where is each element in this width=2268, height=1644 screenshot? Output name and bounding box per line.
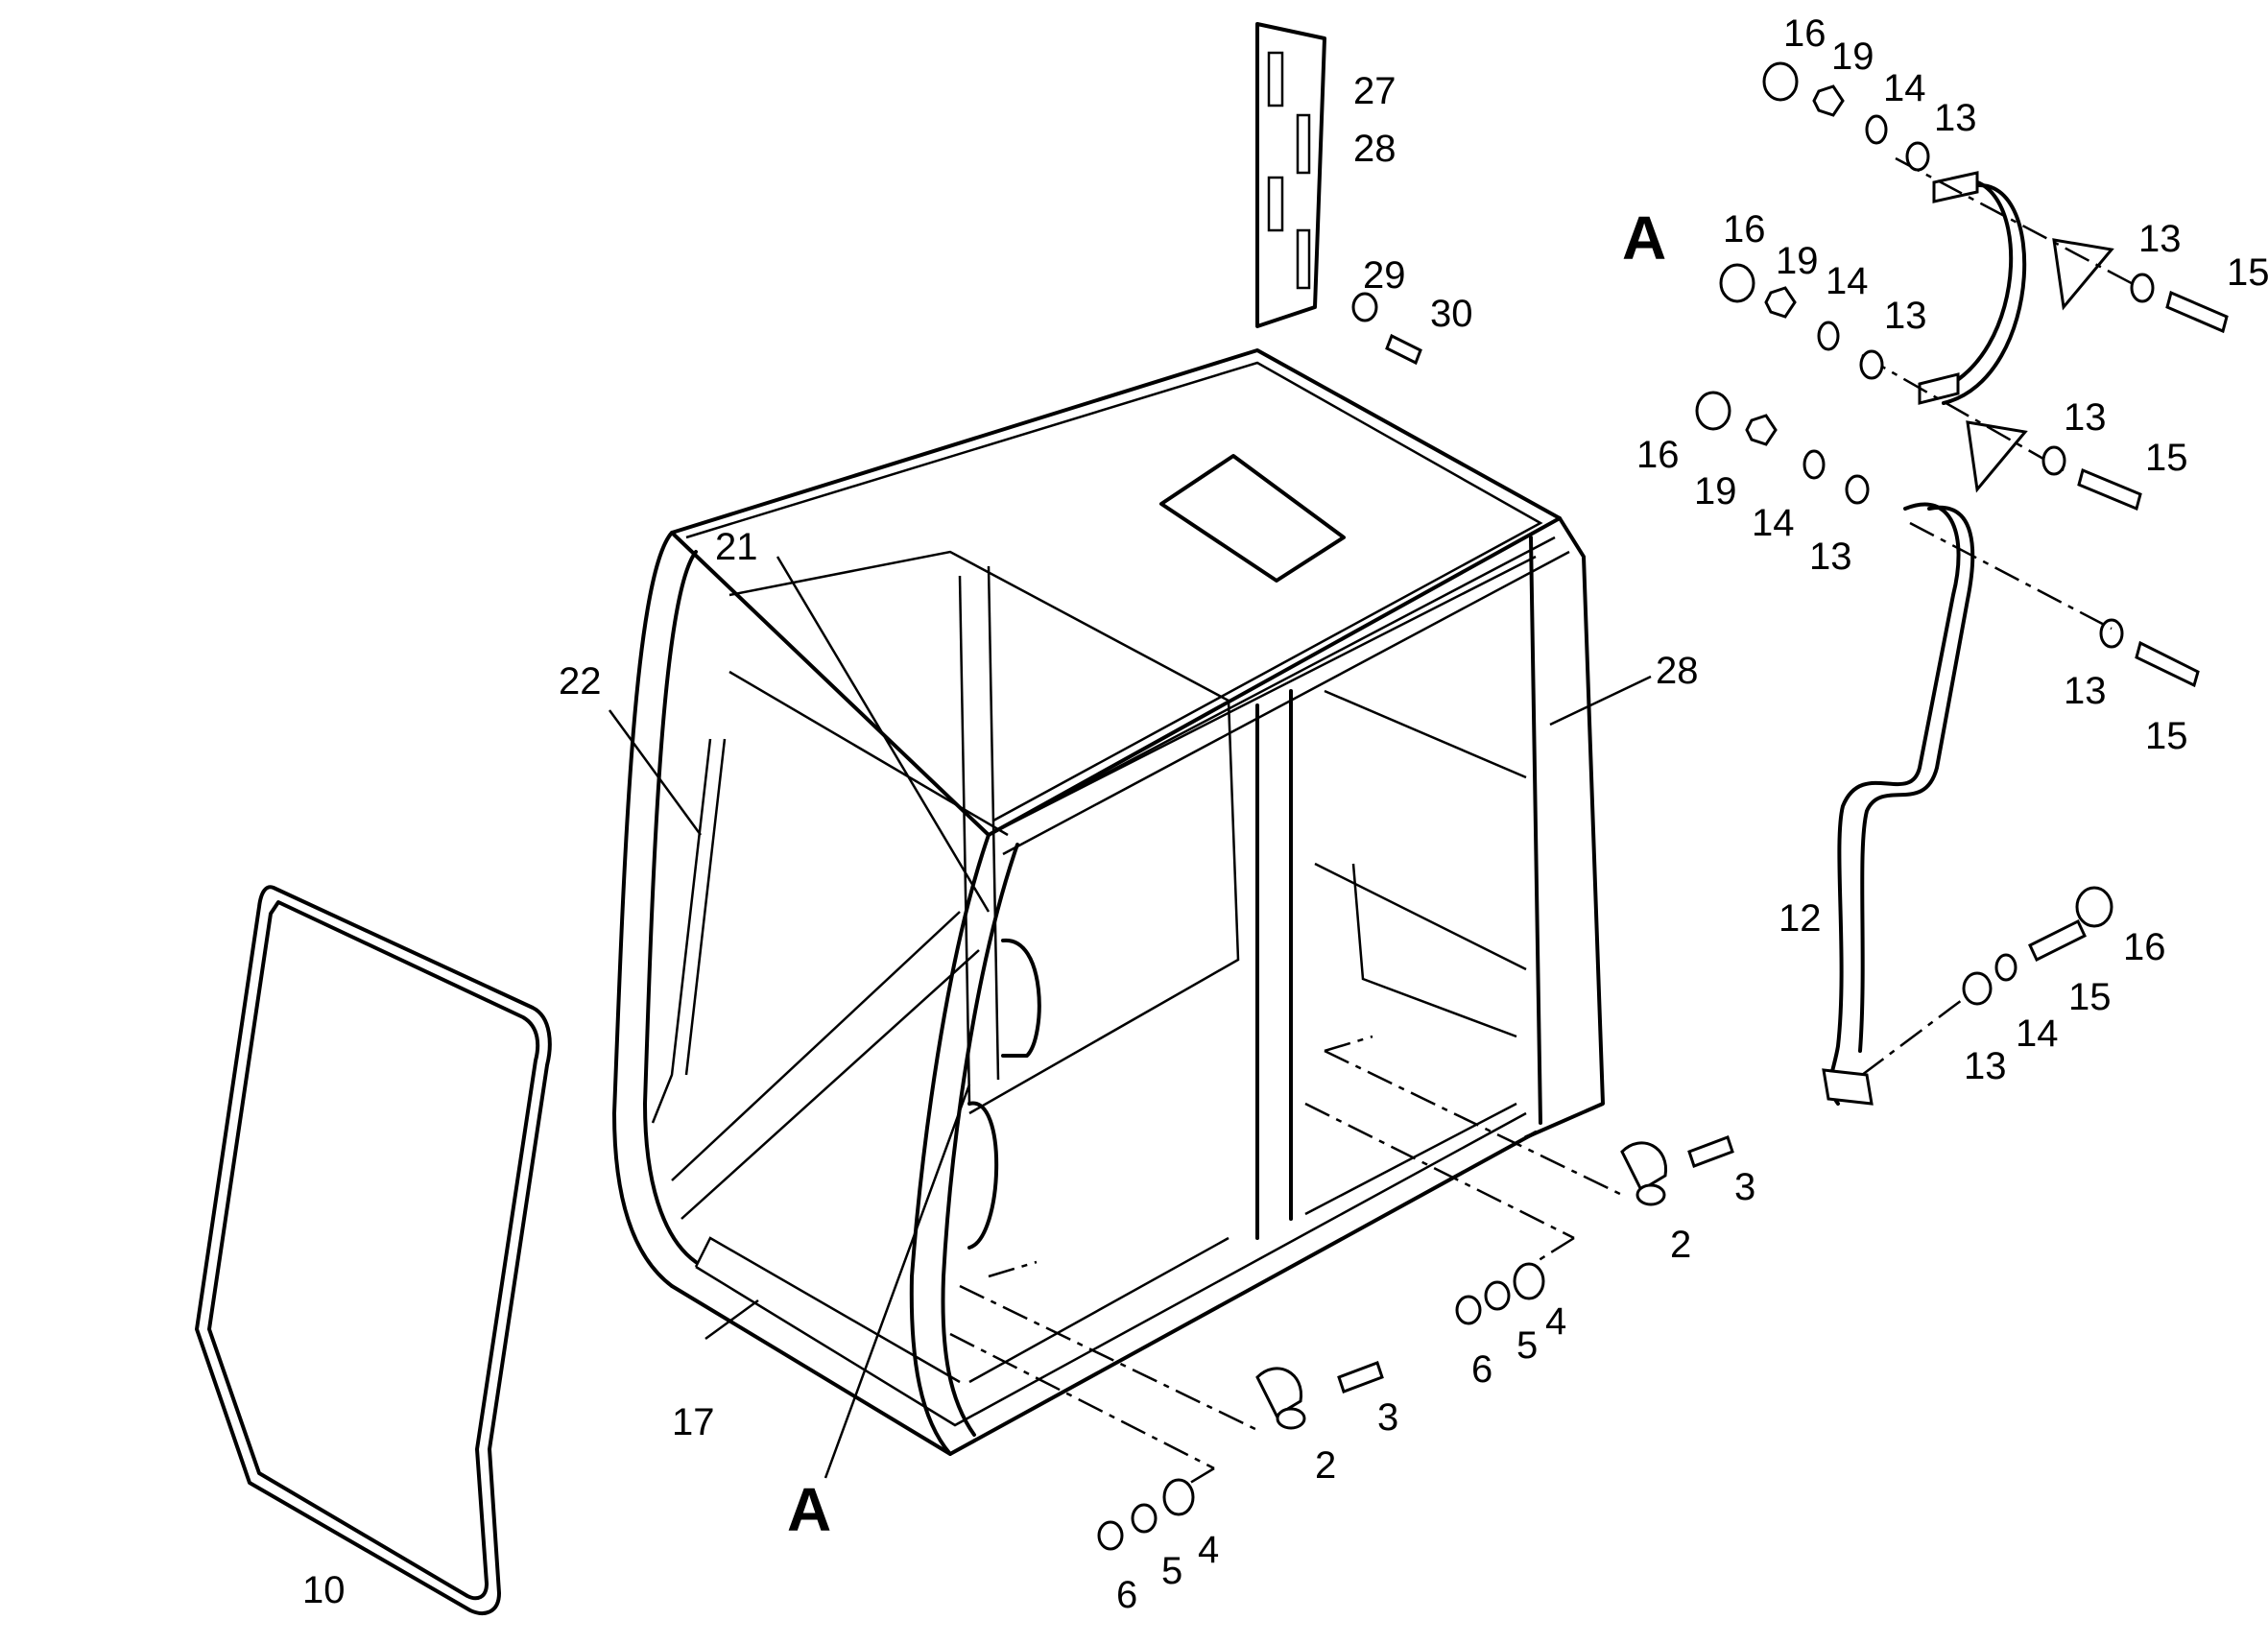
- callout-14: 14: [1752, 502, 1795, 544]
- callout-14: 14: [2016, 1013, 2059, 1055]
- callout-5: 5: [1161, 1550, 1182, 1592]
- callout-29: 29: [1363, 254, 1406, 297]
- washer-29: [1351, 292, 1378, 322]
- callout-3: 3: [1734, 1166, 1755, 1208]
- callout-labels: 16 19 14 13 27 28 A 16 19 14 13 13 15 29…: [302, 12, 2268, 1616]
- callout-3: 3: [1377, 1396, 1398, 1439]
- callout-15: 15: [2068, 976, 2112, 1018]
- callout-14: 14: [1826, 260, 1869, 302]
- callout-13: 13: [1964, 1045, 2007, 1087]
- callout-A: A: [1622, 203, 1666, 273]
- callout-4: 4: [1198, 1529, 1219, 1571]
- mount-hardware-left: [949, 1260, 1384, 1551]
- callout-12: 12: [1779, 897, 1822, 940]
- callout-13: 13: [1934, 97, 1977, 139]
- callout-13: 13: [2064, 670, 2107, 712]
- callout-2: 2: [1670, 1224, 1691, 1266]
- callout-5: 5: [1516, 1324, 1538, 1367]
- callout-19: 19: [1694, 470, 1737, 512]
- callout-16: 16: [2123, 926, 2166, 968]
- cab-frame: [612, 348, 1605, 1456]
- bolt-30: [1385, 333, 1422, 366]
- handrail-lower-12: [1822, 502, 2113, 1106]
- callout-28: 28: [1656, 650, 1699, 692]
- callout-16: 16: [1636, 434, 1680, 476]
- mounting-plate-27: [1255, 22, 1326, 328]
- callout-6: 6: [1116, 1574, 1137, 1616]
- hardware-row-2: [1719, 263, 2229, 380]
- callout-13: 13: [2064, 396, 2107, 439]
- mount-hardware-right: [1304, 1035, 1734, 1325]
- callout-27: 27: [1353, 70, 1397, 112]
- callout-A: A: [787, 1475, 831, 1544]
- hardware-row-1: [1762, 61, 1930, 172]
- callout-4: 4: [1545, 1300, 1566, 1343]
- callout-16: 16: [1723, 208, 1766, 250]
- leader-lines: [608, 556, 1652, 1479]
- callout-15: 15: [2145, 437, 2188, 479]
- callout-15: 15: [2145, 715, 2188, 757]
- callout-2: 2: [1315, 1444, 1336, 1487]
- window-seal-10: [195, 885, 552, 1615]
- callout-21: 21: [715, 526, 758, 568]
- callout-14: 14: [1883, 67, 1926, 109]
- callout-13: 13: [1809, 536, 1852, 578]
- callout-19: 19: [1831, 36, 1874, 78]
- callout-28: 28: [1353, 128, 1397, 170]
- callout-17: 17: [672, 1401, 715, 1443]
- callout-6: 6: [1471, 1348, 1492, 1391]
- callout-13: 13: [2138, 218, 2182, 260]
- callout-16: 16: [1783, 12, 1826, 55]
- hardware-row-3: [1695, 391, 2200, 688]
- callout-10: 10: [302, 1569, 346, 1611]
- callout-30: 30: [1430, 293, 1473, 335]
- callout-13: 13: [1884, 295, 1927, 337]
- callout-22: 22: [559, 660, 602, 703]
- handrail-upper: [1861, 156, 2141, 493]
- callout-15: 15: [2227, 251, 2268, 294]
- callout-19: 19: [1776, 240, 1819, 282]
